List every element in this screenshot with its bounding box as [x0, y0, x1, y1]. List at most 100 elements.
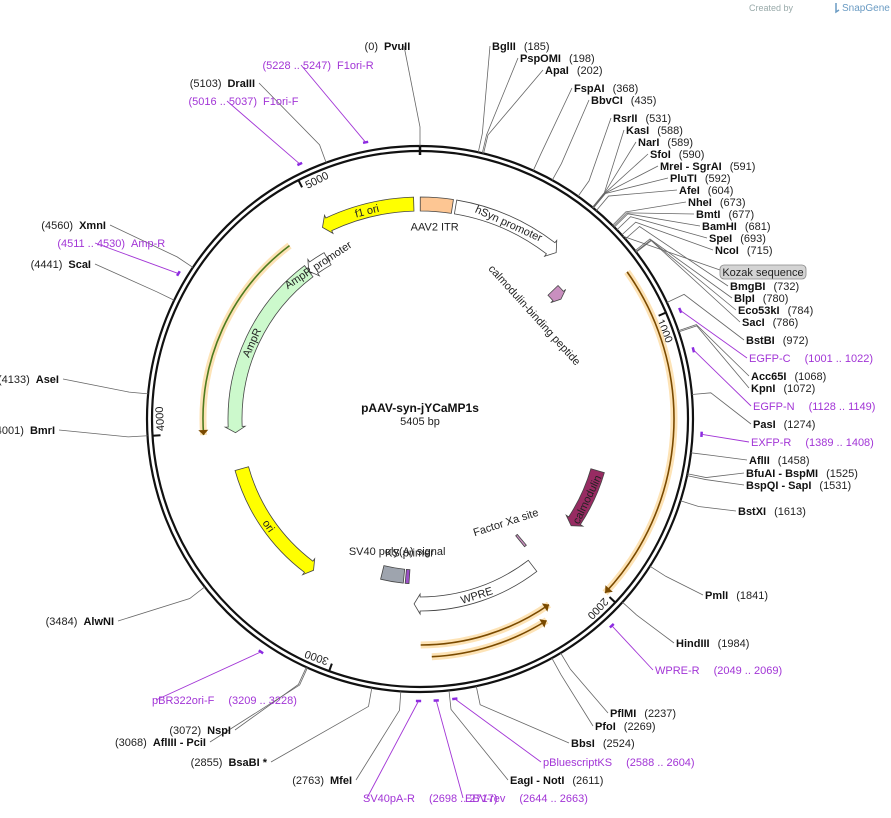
enzyme-name: BlpI	[734, 293, 755, 305]
enzyme-asei[interactable]: AseI(4133)	[0, 374, 59, 386]
enzyme-name: HindIII	[676, 638, 710, 650]
enzyme-pluti[interactable]: PluTI(592)	[670, 173, 731, 185]
enzyme-bstxi[interactable]: BstXI(1613)	[738, 506, 806, 518]
feature-f1-ori[interactable]	[322, 196, 415, 235]
enzyme-nari[interactable]: NarI(589)	[638, 137, 693, 149]
enzyme-line-scai	[94, 263, 175, 301]
enzyme-name: BstBI	[746, 335, 775, 347]
enzyme-bspqi-sapi[interactable]: BspQI - SapI(1531)	[746, 480, 851, 492]
primer-pbluescriptks[interactable]: pBluescriptKS(2588 .. 2604)	[543, 757, 695, 769]
enzyme-afei[interactable]: AfeI(604)	[679, 185, 733, 197]
enzyme-hindiii[interactable]: HindIII(1984)	[676, 638, 749, 650]
primer-pbr322ori-f[interactable]: pBR322ori-F(3209 .. 3228)	[152, 695, 297, 707]
enzyme-eagi-noti[interactable]: EagI - NotI(2611)	[510, 775, 603, 787]
feature-wpre[interactable]	[413, 559, 538, 616]
feature-label-aav2-itr: AAV2 ITR	[411, 222, 459, 234]
enzyme-saci[interactable]: SacI(786)	[742, 317, 798, 329]
enzyme-pvuii[interactable]: PvuII(0)	[365, 41, 411, 53]
enzyme-bglii[interactable]: BglII(185)	[492, 41, 550, 53]
enzyme-nspi[interactable]: NspI(3072)	[169, 725, 231, 737]
enzyme-name: XmnI	[79, 220, 106, 232]
enzyme-line-nspi	[234, 667, 307, 731]
feature-ampr-promoter[interactable]	[307, 252, 332, 277]
enzyme-bmti[interactable]: BmtI(677)	[696, 209, 754, 221]
enzyme-name: BglII	[492, 41, 516, 53]
primer-name: EBV-rev	[465, 793, 506, 805]
enzyme-nhei[interactable]: NheI(673)	[688, 197, 746, 209]
primer-amp-r[interactable]: Amp-R(4511 .. 4530)	[57, 238, 165, 250]
enzyme-position: (681)	[745, 221, 771, 233]
enzyme-pasi[interactable]: PasI(1274)	[753, 419, 815, 431]
primer-name: pBluescriptKS	[543, 757, 612, 769]
enzyme-pfoi[interactable]: PfoI(2269)	[595, 721, 656, 733]
enzyme-acc65i[interactable]: Acc65I(1068)	[751, 371, 826, 383]
enzyme-position: (693)	[740, 233, 766, 245]
primer-wpre-r[interactable]: WPRE-R(2049 .. 2069)	[655, 665, 782, 677]
feature-ks-primer[interactable]	[404, 568, 411, 585]
feature-label-f1-ori: f1 ori	[354, 203, 381, 221]
primer-egfp-n[interactable]: EGFP-N(1128 .. 1149)	[753, 401, 875, 413]
enzyme-bmgbi[interactable]: BmgBI(732)	[730, 281, 799, 293]
enzyme-draiii[interactable]: DraIII(5103)	[190, 78, 255, 90]
enzyme-bbsi[interactable]: BbsI(2524)	[571, 738, 635, 750]
enzyme-position: (673)	[720, 197, 746, 209]
enzyme-xmni[interactable]: XmnI(4560)	[41, 220, 106, 232]
enzyme-kpni[interactable]: KpnI(1072)	[751, 383, 815, 395]
enzyme-alwni[interactable]: AlwNI(3484)	[46, 616, 114, 628]
enzyme-scai[interactable]: ScaI(4441)	[31, 259, 91, 271]
enzyme-name: KpnI	[751, 383, 775, 395]
enzyme-sfoi[interactable]: SfoI(590)	[650, 149, 704, 161]
enzyme-spei[interactable]: SpeI(693)	[709, 233, 766, 245]
feature-label-calmodulin-binding-peptide: calmodulin-binding peptide	[486, 263, 583, 368]
feature-sv40-poly-a-signal[interactable]	[380, 565, 406, 584]
primers: F1ori-R(5228 .. 5247) F1ori-F(5016 .. 503…	[57, 60, 875, 805]
enzyme-ncoi[interactable]: NcoI(715)	[715, 245, 773, 257]
primer-range: (1389 .. 1408)	[805, 437, 874, 449]
enzyme-bbvci[interactable]: BbvCI(435)	[591, 95, 656, 107]
enzyme-position: (3072)	[169, 725, 201, 737]
enzyme-apai[interactable]: ApaI(202)	[545, 65, 603, 77]
tick-mark-2000	[608, 596, 617, 604]
enzyme-bstbi[interactable]: BstBI(972)	[746, 335, 808, 347]
enzyme-bmri[interactable]: BmrI(4001)	[0, 425, 55, 437]
primer-mark-f1ori-r	[362, 140, 369, 145]
feature-hsyn-promoter[interactable]	[453, 199, 558, 257]
enzyme-mrei-sgrai[interactable]: MreI - SgrAI(591)	[660, 161, 755, 173]
enzyme-pmli[interactable]: PmlI(1841)	[705, 590, 768, 602]
feature-ampr[interactable]	[223, 265, 314, 434]
enzyme-fspai[interactable]: FspAI(368)	[574, 83, 638, 95]
primer-sv40pa-r[interactable]: SV40pA-R(2698 .. 2717)	[363, 793, 497, 805]
enzyme-name: ApaI	[545, 65, 569, 77]
enzyme-position: (5103)	[190, 78, 222, 90]
enzyme-pflmi[interactable]: PflMI(2237)	[610, 708, 676, 720]
enzyme-eco53ki[interactable]: Eco53kI(784)	[738, 305, 813, 317]
orf-arc	[202, 244, 290, 436]
enzyme-kasi[interactable]: KasI(588)	[626, 125, 683, 137]
enzyme-pspomi[interactable]: PspOMI(198)	[520, 53, 595, 65]
enzyme-rsrii[interactable]: RsrII(531)	[613, 113, 671, 125]
feature-aav2-itr[interactable]	[419, 196, 454, 214]
feature-factor-xa-site[interactable]	[515, 533, 527, 548]
enzyme-line-pasi	[691, 392, 752, 425]
enzyme-position: (1458)	[778, 455, 810, 467]
enzyme-bamhi[interactable]: BamHI(681)	[702, 221, 771, 233]
feature-calmodulin-binding-peptide[interactable]	[547, 284, 567, 304]
enzyme-blpi[interactable]: BlpI(780)	[734, 293, 788, 305]
primer-f1ori-r[interactable]: F1ori-R(5228 .. 5247)	[263, 60, 374, 72]
enzyme-line-mrei-sgrai	[592, 165, 659, 209]
primer-exfp-r[interactable]: EXFP-R(1389 .. 1408)	[751, 437, 874, 449]
primer-range: (1128 .. 1149)	[809, 401, 876, 413]
primer-range: (4511 .. 4530)	[57, 238, 125, 250]
primer-egfp-c[interactable]: EGFP-C(1001 .. 1022)	[749, 353, 873, 365]
primer-ebv-rev[interactable]: EBV-rev(2644 .. 2663)	[465, 793, 588, 805]
feature-ori[interactable]	[234, 466, 316, 576]
enzyme-bsabi[interactable]: BsaBI *(2855)	[191, 757, 268, 769]
enzyme-bfuai-bspmi[interactable]: BfuAI - BspMI(1525)	[746, 468, 858, 480]
enzyme-name: MreI - SgrAI	[660, 161, 722, 173]
enzyme-afliii-pcii[interactable]: AflIII - PciI(3068)	[115, 737, 206, 749]
kozak-badge[interactable]: Kozak sequence	[719, 264, 807, 280]
enzyme-mfei[interactable]: MfeI(2763)	[292, 775, 352, 787]
feature-calmodulin[interactable]	[565, 468, 605, 527]
primer-f1ori-f[interactable]: F1ori-F(5016 .. 5037)	[189, 96, 299, 108]
enzyme-aflii[interactable]: AflII(1458)	[749, 455, 810, 467]
